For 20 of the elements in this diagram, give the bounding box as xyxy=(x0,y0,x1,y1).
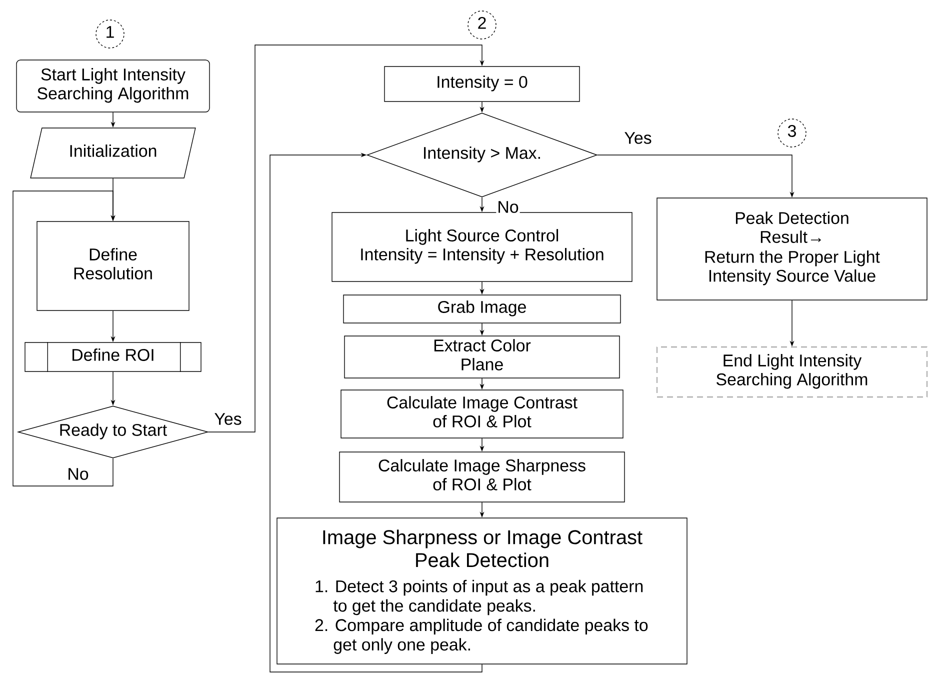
edge-label: No xyxy=(66,467,90,481)
arrow xyxy=(12,190,116,486)
process-box: Calculate Image Sharpness of ROI & Plot xyxy=(339,452,625,502)
terminal-box: Start Light Intensity Searching Algorithm xyxy=(16,60,210,112)
arrow xyxy=(270,152,482,672)
process-box: Grab Image xyxy=(343,294,621,324)
process-box: Intensity = 0 xyxy=(384,66,580,102)
predefined-process-box: Define ROI xyxy=(24,342,202,372)
result-box: Peak Detection Result→ Return the Proper Light Intensity Source Value xyxy=(656,198,928,300)
arrow xyxy=(208,44,484,432)
edge-label: No xyxy=(496,200,520,214)
edge-label: Yes xyxy=(213,412,243,426)
process-box: Calculate Image Contrast of ROI & Plot xyxy=(340,390,624,438)
edge-label: Yes xyxy=(623,131,653,145)
process-box: Image Sharpness or Image Contrast Peak Detection 1. Detect 3 points of input as a peak pattern to get the candidate peaks. 2. Compare amplitude of candidate peaks to get only one peak. xyxy=(276,518,688,664)
process-box: Define Resolution xyxy=(36,221,190,311)
process-box: Light Source Control Intensity = Intensity + Resolution xyxy=(332,212,632,282)
input-parallelogram: Initialization xyxy=(30,128,196,178)
process-box: Extract Color Plane xyxy=(344,336,620,378)
terminal-box: End Light Intensity Searching Algorithm xyxy=(656,346,928,398)
